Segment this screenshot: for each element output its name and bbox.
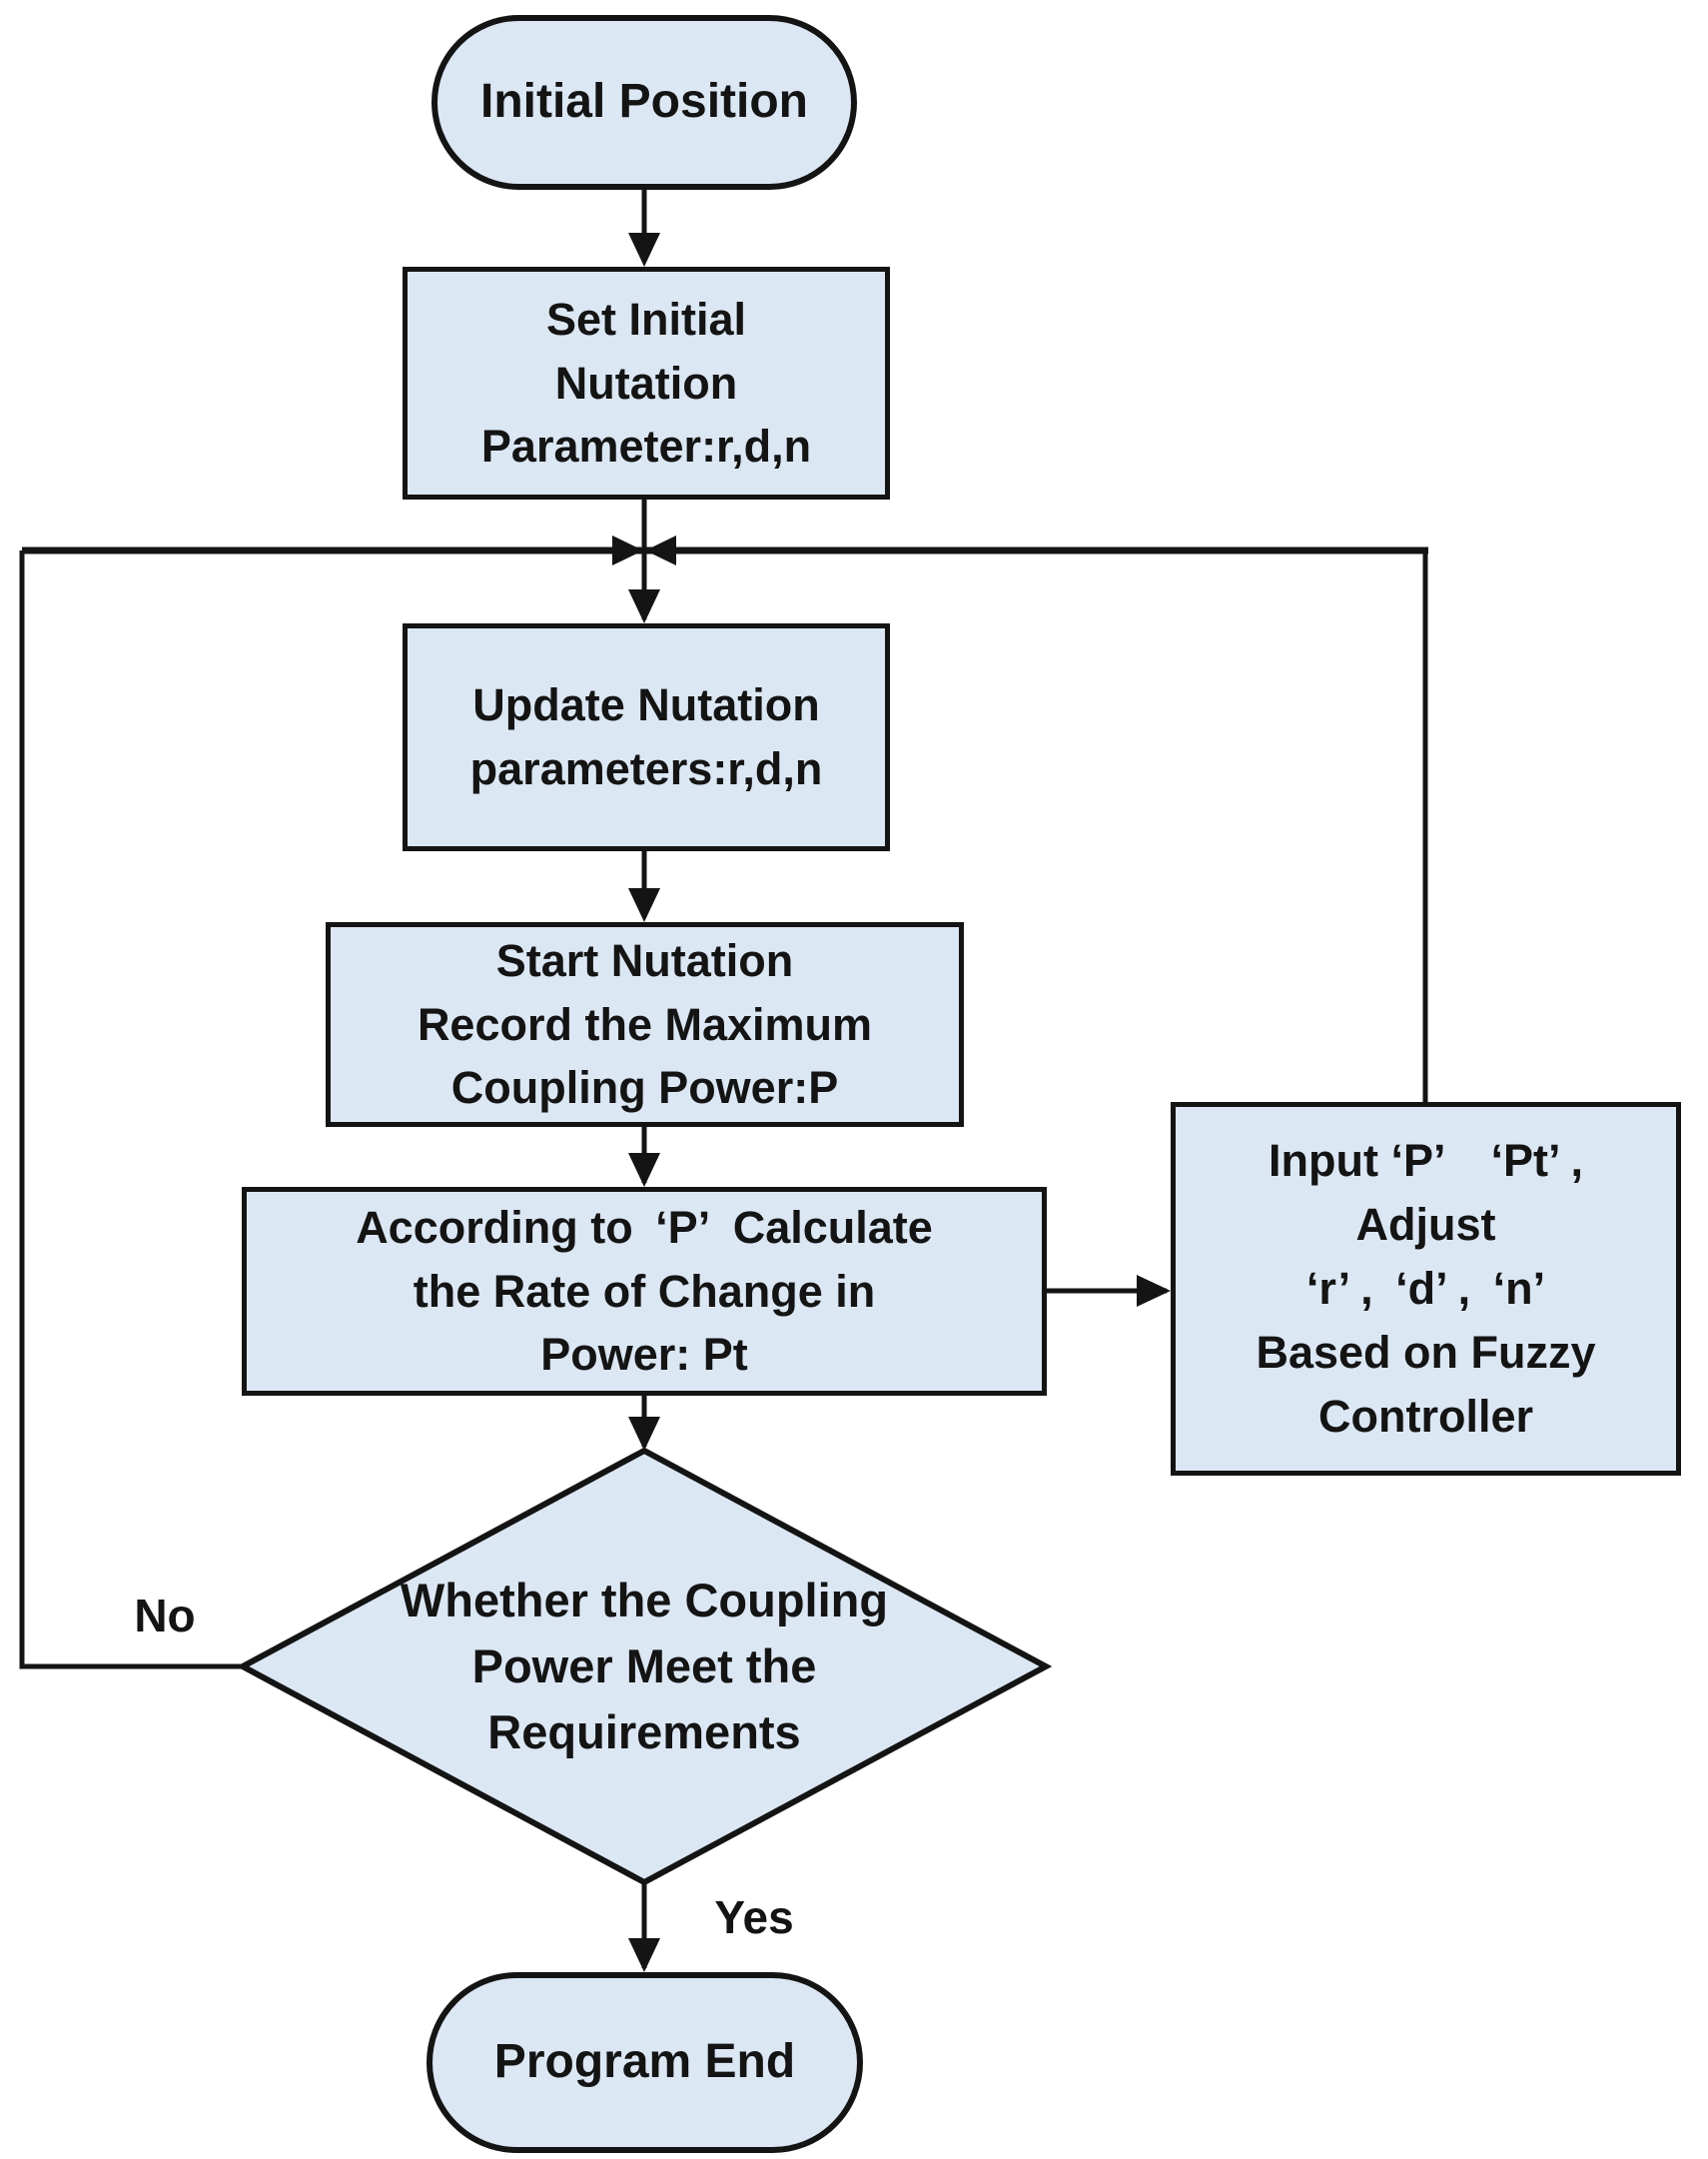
arrowhead-down-start xyxy=(628,888,660,922)
node-update-parameters-label: Update Nutation parameters:r,d,n xyxy=(469,679,823,794)
node-calculate-rate-label: According to ‘P’ Calculate the Rate of C… xyxy=(356,1201,933,1381)
node-program-end-label: Program End xyxy=(493,2035,796,2089)
node-program-end: Program End xyxy=(427,1972,863,2153)
edge-label-yes: Yes xyxy=(714,1891,794,1943)
node-set-initial-parameters: Set Initial Nutation Parameter:r,d,n xyxy=(403,267,890,500)
arrowhead-right-fuzzy xyxy=(1137,1275,1171,1307)
arrowhead-down-setinitial xyxy=(628,233,660,267)
arrowhead-down-decision xyxy=(628,1417,660,1451)
edge-label-no: No xyxy=(134,1590,196,1641)
node-update-parameters: Update Nutation parameters:r,d,n xyxy=(403,623,890,851)
arrowhead-junction-left xyxy=(612,536,643,565)
node-start-nutation: Start Nutation Record the Maximum Coupli… xyxy=(326,922,964,1127)
node-fuzzy-controller: Input ‘P’ ‘Pt’ , Adjust ‘r’ , ‘d’ , ‘n’ … xyxy=(1171,1102,1681,1476)
node-calculate-rate: According to ‘P’ Calculate the Rate of C… xyxy=(242,1187,1047,1396)
arrowhead-down-according xyxy=(628,1153,660,1187)
arrowhead-down-update xyxy=(628,589,660,623)
decision-diamond-shape xyxy=(236,1447,1053,1886)
edge-no-loop xyxy=(19,550,243,1669)
node-set-initial-parameters-label: Set Initial Nutation Parameter:r,d,n xyxy=(480,293,812,473)
arrowhead-down-end xyxy=(628,1938,660,1972)
node-start-nutation-label: Start Nutation Record the Maximum Coupli… xyxy=(417,934,873,1114)
node-decision-label: Whether the Coupling Power Meet the Requ… xyxy=(400,1574,889,1758)
node-initial-position: Initial Position xyxy=(431,15,857,190)
node-initial-position-label: Initial Position xyxy=(479,75,808,129)
arrowhead-junction-right xyxy=(645,536,676,565)
node-fuzzy-controller-label: Input ‘P’ ‘Pt’ , Adjust ‘r’ , ‘d’ , ‘n’ … xyxy=(1256,1135,1596,1442)
